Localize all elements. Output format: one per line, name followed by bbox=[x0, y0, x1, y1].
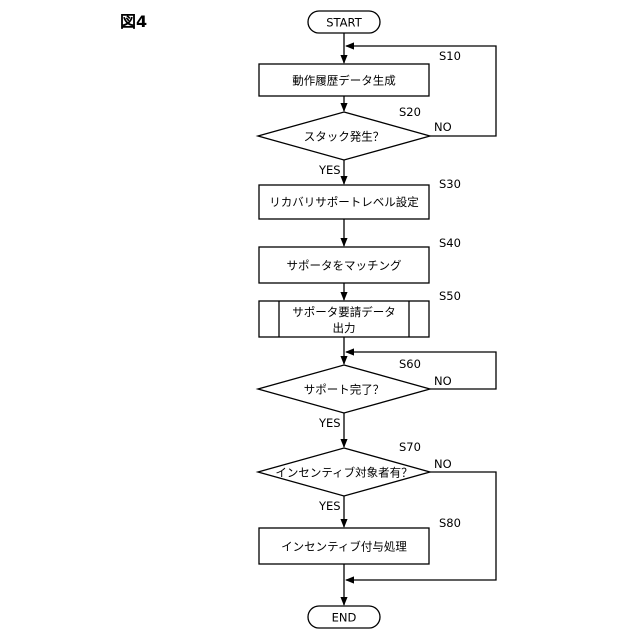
step-id-s30: S30 bbox=[439, 177, 461, 191]
decision-s60-label: サポート完了？ bbox=[304, 383, 385, 397]
process-s10-label: 動作履歴データ生成 bbox=[292, 74, 396, 88]
decision-s70-yes: YES bbox=[318, 499, 341, 513]
step-id-s50: S50 bbox=[439, 289, 461, 303]
step-id-s10: S10 bbox=[439, 49, 461, 63]
step-id-s60: S60 bbox=[399, 357, 421, 371]
decision-s20-yes: YES bbox=[318, 163, 341, 177]
process-s50-label-line2: 出力 bbox=[333, 321, 356, 335]
decision-s60-no: NO bbox=[434, 374, 452, 388]
decision-s70-label: インセンティブ対象者有？ bbox=[275, 466, 412, 480]
decision-s70-no: NO bbox=[434, 457, 452, 471]
step-id-s80: S80 bbox=[439, 516, 461, 530]
end-label: END bbox=[332, 611, 357, 625]
process-s50-label-line1: サポータ要請データ bbox=[292, 305, 396, 319]
decision-s20-label: スタック発生？ bbox=[304, 130, 385, 144]
decision-s60-yes: YES bbox=[318, 416, 341, 430]
process-s30-label: リカバリサポートレベル設定 bbox=[269, 195, 419, 209]
step-id-s20: S20 bbox=[399, 105, 421, 119]
step-id-s70: S70 bbox=[399, 440, 421, 454]
process-s80-label: インセンティブ付与処理 bbox=[281, 540, 407, 554]
process-s40-label: サポータをマッチング bbox=[287, 259, 402, 273]
figure-label: 図4 bbox=[120, 12, 147, 31]
decision-s20-no: NO bbox=[434, 120, 452, 134]
step-id-s40: S40 bbox=[439, 236, 461, 250]
start-label: START bbox=[326, 16, 362, 30]
